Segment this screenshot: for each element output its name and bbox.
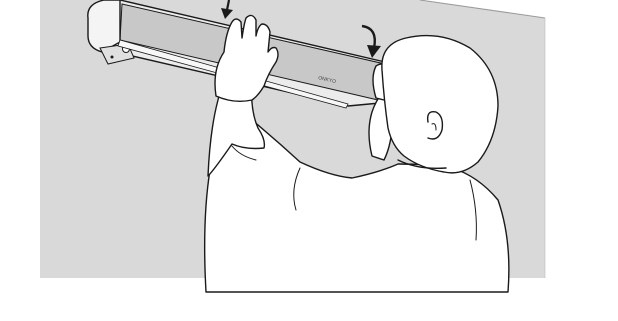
installation-diagram: ONKYO: [0, 0, 618, 321]
